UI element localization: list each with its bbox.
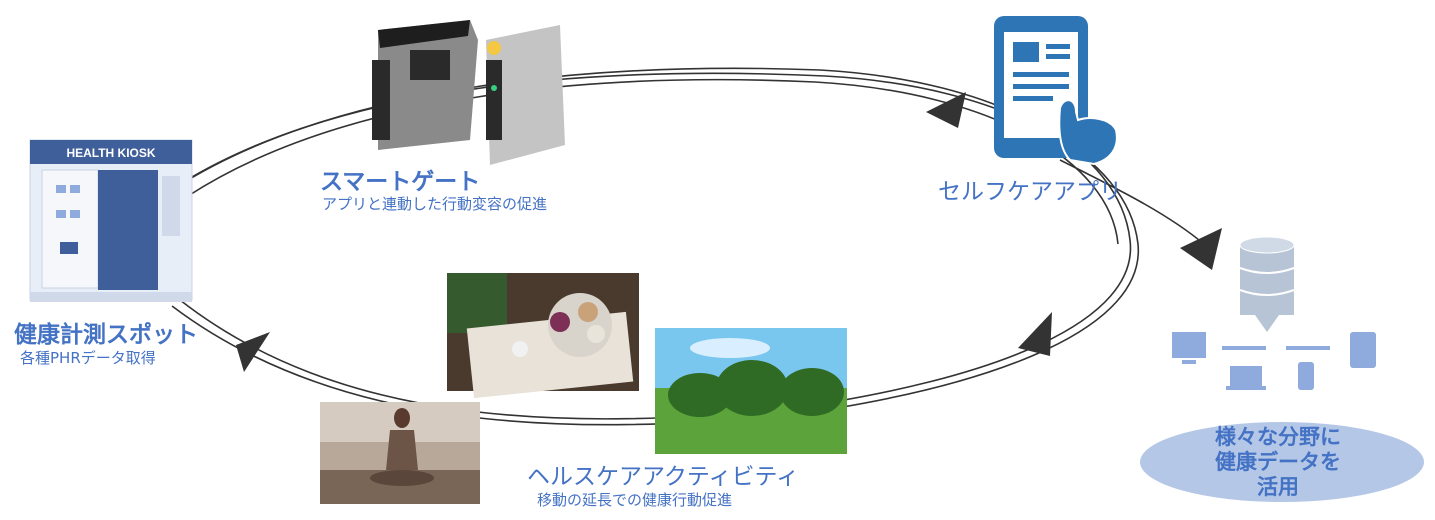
kiosk-subtitle: 各種PHRデータ取得 [20, 349, 156, 367]
smart-gate-illustration [372, 20, 565, 165]
database-icon [1239, 236, 1295, 332]
desktop-monitor-icon [1172, 332, 1206, 358]
yoga-photo [320, 402, 480, 504]
smartphone-hand-icon [994, 16, 1118, 166]
arrow-to-activity [1018, 312, 1052, 356]
device-row [1172, 332, 1376, 390]
health-kiosk-illustration: HEALTH KIOSK [29, 139, 193, 302]
data-use-text: 様々な分野に 健康データを 活用 [1198, 425, 1358, 500]
arrow-to-kiosk [236, 332, 270, 372]
data-cloud [1140, 422, 1424, 502]
food-photo [447, 273, 639, 399]
data-use-line3: 活用 [1257, 475, 1299, 499]
arrow-to-data [1180, 228, 1222, 270]
data-use-line2: 健康データを [1215, 450, 1341, 474]
branch-line [1059, 159, 1206, 246]
cycle-arrows [236, 92, 1222, 372]
activity-subtitle: 移動の延長での健康行動促進 [537, 491, 733, 509]
kiosk-title: 健康計測スポット [14, 322, 198, 348]
data-use-line1: 様々な分野に [1215, 425, 1341, 449]
gate-subtitle: アプリと連動した行動変容の促進 [322, 195, 548, 213]
park-photo [655, 328, 847, 454]
arrow-to-app [926, 92, 966, 128]
activity-title: ヘルスケアアクティビティ [527, 464, 800, 490]
app-title: セルフケアアプリ [938, 179, 1122, 205]
tablet-icon [1350, 332, 1376, 368]
laptop-icon [1230, 366, 1262, 386]
phone-device-icon [1298, 362, 1314, 390]
kiosk-sign: HEALTH KIOSK [66, 146, 155, 160]
gate-title: スマートゲート [320, 169, 481, 195]
